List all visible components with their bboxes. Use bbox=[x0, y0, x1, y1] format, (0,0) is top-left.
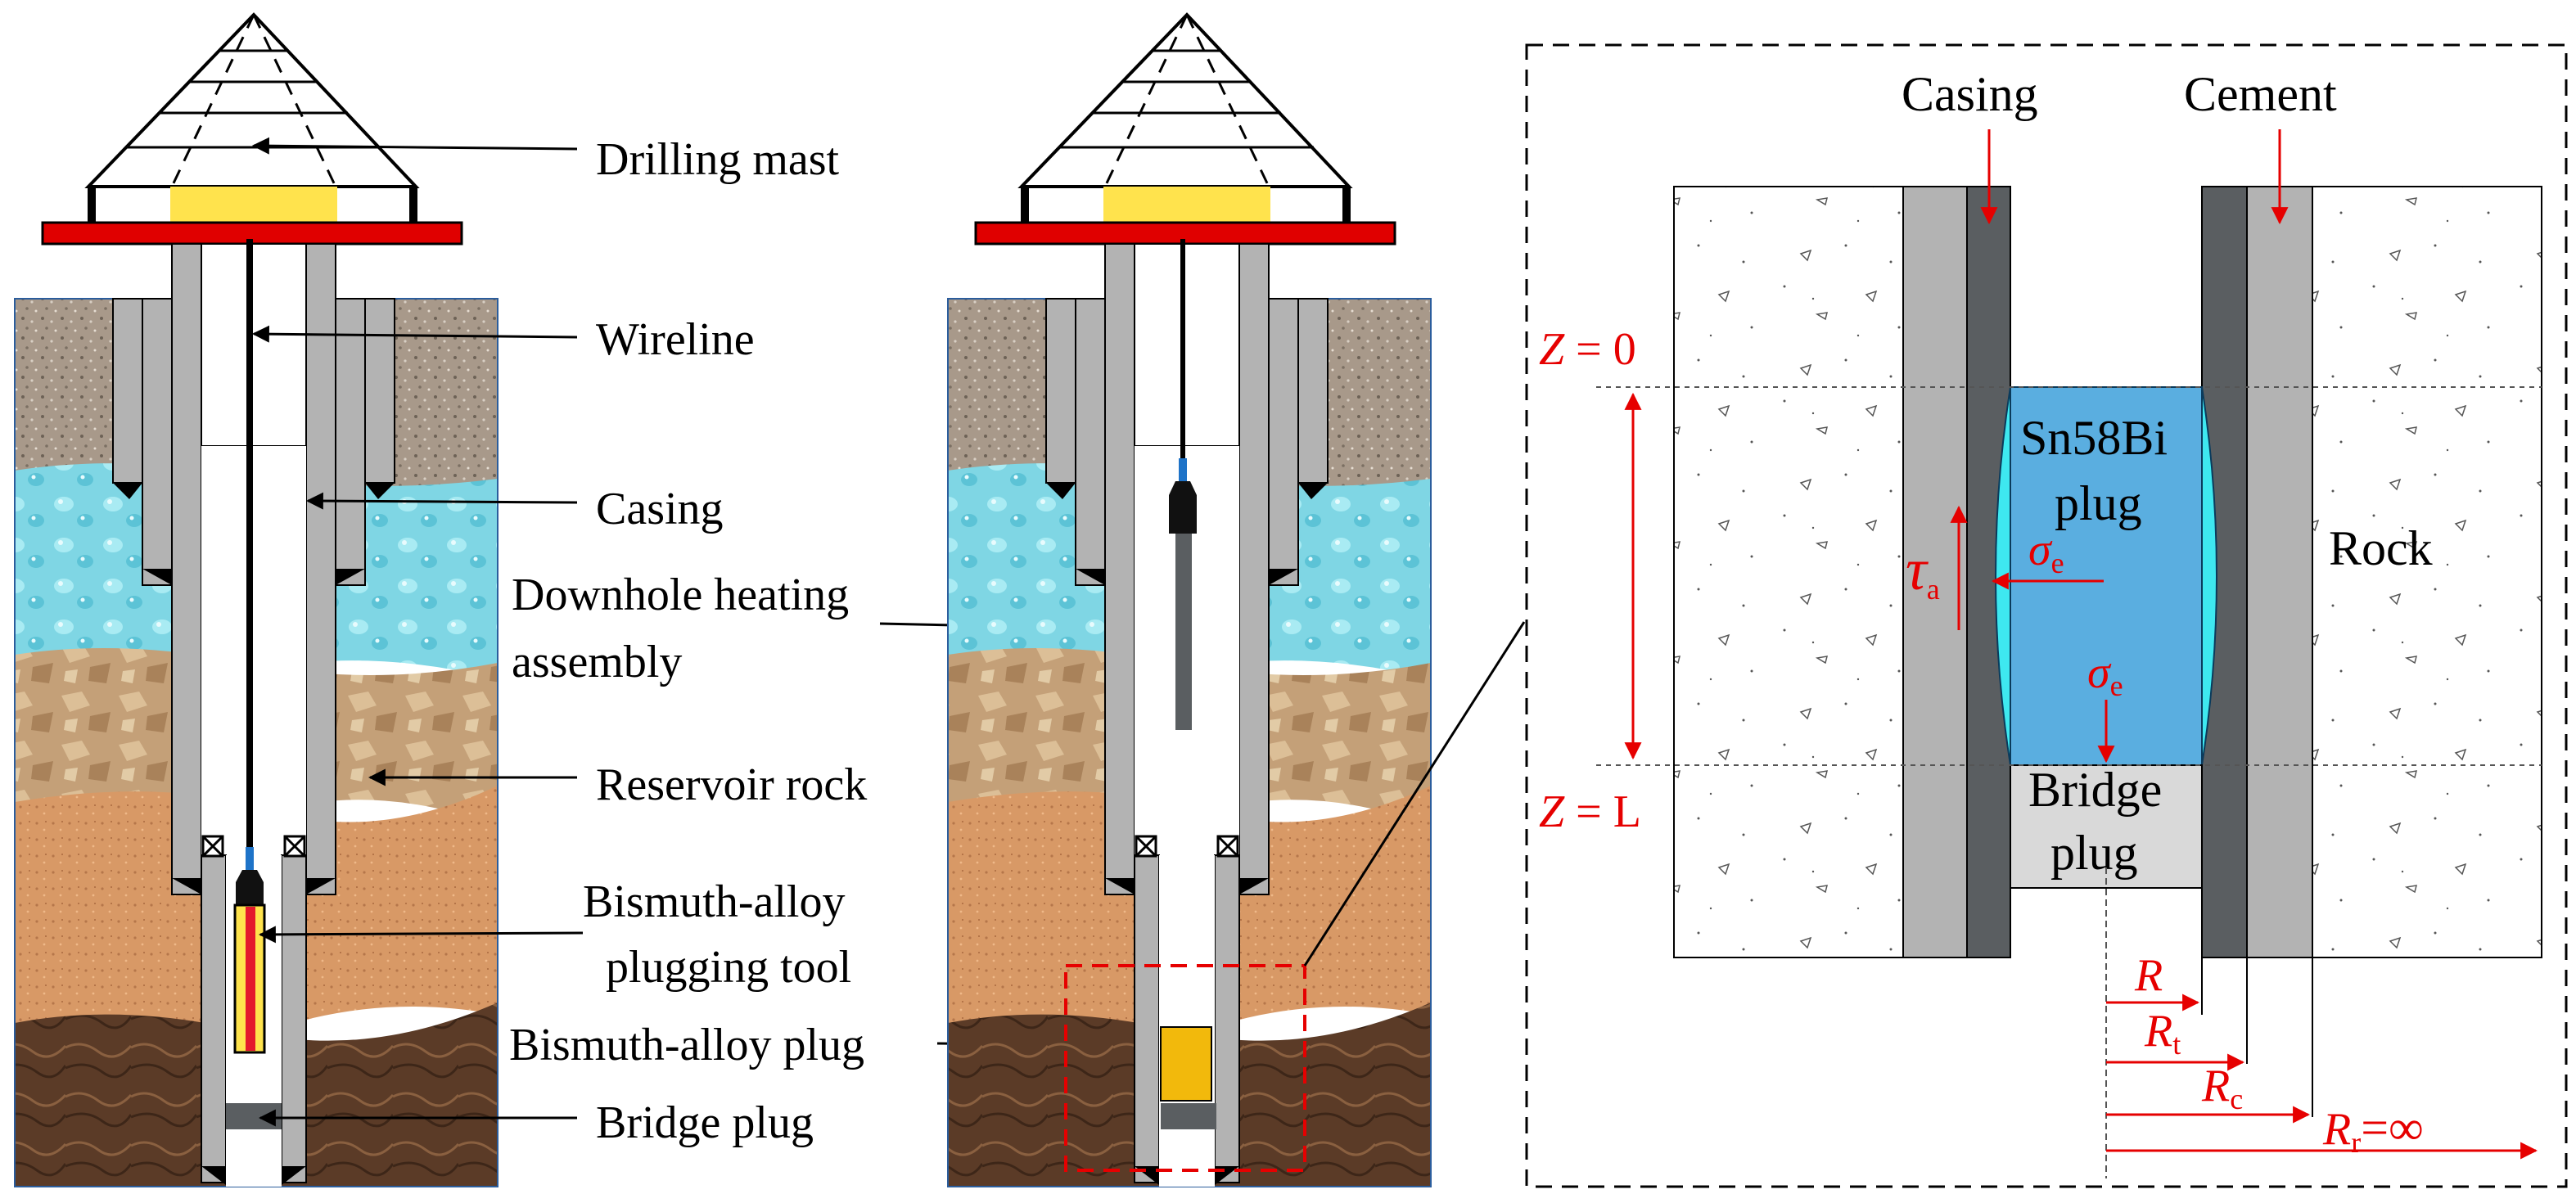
drilling-mast-right bbox=[974, 12, 1396, 246]
detail-panel: Casing Cement Rock Sn58Bi plug Bridge pl… bbox=[1525, 43, 2568, 1188]
radius-rc-label: Rc bbox=[2201, 1061, 2243, 1115]
well-left bbox=[14, 12, 499, 1187]
label-downhole-heating-2: assembly bbox=[512, 637, 682, 687]
sigma-e-label-side: σe bbox=[2028, 525, 2064, 579]
label-bridge-plug: Bridge plug bbox=[596, 1097, 814, 1148]
detail-label-bridge-1: Bridge bbox=[2028, 763, 2162, 817]
detail-label-rock: Rock bbox=[2329, 521, 2433, 575]
zl-label: Z = L bbox=[1539, 786, 1641, 837]
cement-right bbox=[2246, 186, 2313, 958]
detail-label-plug-1: Sn58Bi bbox=[2020, 411, 2168, 465]
tau-a-label: τa bbox=[1906, 537, 1940, 606]
label-bismuth-tool-2: plugging tool bbox=[606, 942, 851, 993]
radius-r-label: R bbox=[2134, 950, 2163, 1001]
detail-label-plug-2: plug bbox=[2055, 476, 2142, 530]
detail-label-bridge-2: plug bbox=[2050, 826, 2138, 880]
detail-label-cement: Cement bbox=[2184, 67, 2337, 121]
drilling-mast-left bbox=[41, 12, 463, 246]
detail-zoom-box bbox=[1064, 964, 1306, 1172]
radius-rt-label: Rt bbox=[2144, 1006, 2181, 1061]
left-annotations: Drilling mast Wireline Casing Downhole h… bbox=[251, 134, 1181, 1148]
label-reservoir-rock: Reservoir rock bbox=[596, 759, 867, 810]
label-downhole-heating-1: Downhole heating bbox=[512, 570, 849, 620]
z0-label: Z = 0 bbox=[1539, 324, 1636, 375]
bridge-plug-left bbox=[226, 1103, 282, 1129]
bismuth-alloy-plug bbox=[1160, 1026, 1212, 1102]
cement-left bbox=[1902, 186, 1968, 958]
label-bismuth-tool-1: Bismuth-alloy bbox=[583, 876, 845, 927]
well-right bbox=[947, 12, 1526, 1187]
label-drilling-mast: Drilling mast bbox=[596, 134, 840, 185]
label-casing: Casing bbox=[596, 484, 724, 534]
label-wireline: Wireline bbox=[596, 314, 755, 365]
label-bismuth-plug: Bismuth-alloy plug bbox=[509, 1020, 864, 1070]
radius-rr-label: Rr=∞ bbox=[2322, 1101, 2424, 1159]
detail-label-casing: Casing bbox=[1902, 67, 2038, 121]
sigma-e-label-bottom: σe bbox=[2087, 647, 2123, 702]
